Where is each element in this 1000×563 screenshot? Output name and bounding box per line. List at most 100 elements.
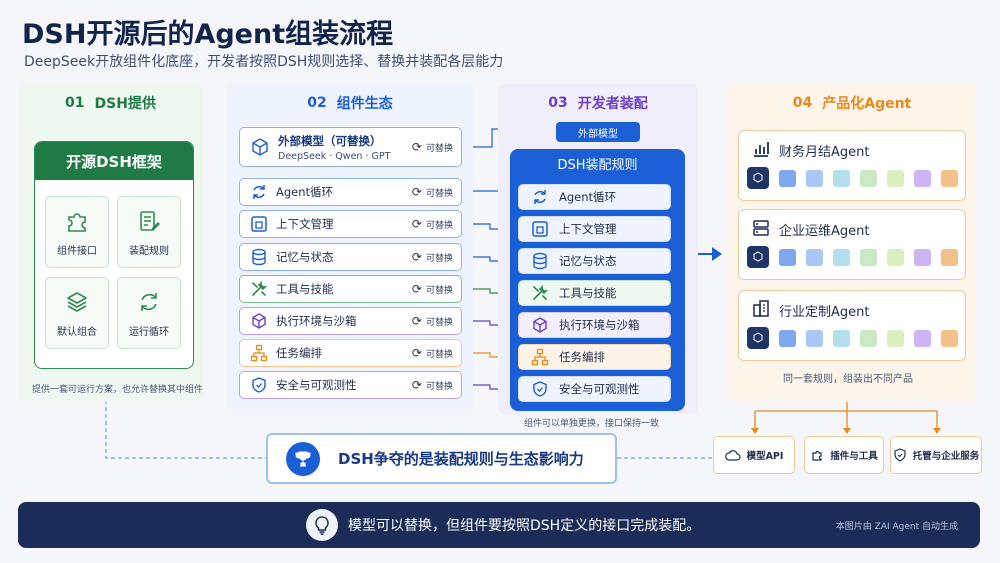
bottom-message: 模型可以替换，但组件要按照DSH定义的接口完成装配。 — [348, 518, 701, 534]
shield-icon — [252, 377, 266, 393]
refresh-icon — [141, 292, 157, 311]
box-icon — [533, 317, 547, 333]
assembly-row[interactable]: Agent循环 — [518, 184, 671, 210]
product-name: 行业定制Agent — [779, 305, 870, 320]
swap-icon: ⟳ — [411, 140, 422, 154]
assembly-row[interactable]: 工具与技能 — [518, 280, 671, 306]
cube-icon — [753, 251, 763, 262]
tools-icon — [252, 280, 268, 296]
cube-icon — [753, 172, 763, 183]
assembly-row-label: Agent循环 — [559, 190, 617, 204]
assembly-row[interactable]: 任务编排 — [518, 344, 671, 370]
column-1-title: DSH提供 — [94, 96, 156, 112]
component-chip — [779, 170, 796, 187]
swap-icon: ⟳ — [411, 314, 422, 328]
component-chip — [887, 330, 904, 347]
product-card-finance[interactable]: 财务月结Agent — [738, 130, 966, 201]
column-2-header: 02 组件生态 — [227, 88, 473, 118]
component-chip — [914, 330, 931, 347]
swap-label: 可替换 — [425, 349, 453, 360]
component-chip — [833, 249, 850, 266]
component-row-tools: 工具与技能 ⟳可替换 — [239, 275, 462, 303]
assembly-row-label: 记忆与状态 — [559, 254, 617, 268]
component-chip — [833, 330, 850, 347]
swap-indicator[interactable]: ⟳可替换 — [412, 314, 461, 328]
swap-label: 可替换 — [425, 220, 453, 231]
assembly-row-label: 上下文管理 — [559, 222, 617, 236]
output-hosting[interactable]: 托管与企业服务 — [890, 436, 982, 474]
shield-icon — [533, 381, 547, 397]
product-card-industry[interactable]: 行业定制Agent — [738, 290, 966, 361]
box-icon — [252, 313, 266, 329]
assembly-row[interactable]: 上下文管理 — [518, 216, 671, 242]
component-row-agent-loop: Agent循环 ⟳可替换 — [239, 178, 462, 206]
component-chip — [914, 170, 931, 187]
database-icon — [252, 248, 266, 266]
swap-indicator[interactable]: ⟳可替换 — [412, 140, 461, 154]
bar-chart-icon — [754, 142, 769, 157]
assembly-row-label: 安全与可观测性 — [559, 382, 640, 396]
dsh-framework-title: 开源DSH框架 — [35, 142, 193, 180]
hierarchy-icon — [531, 348, 549, 366]
column-2-title: 组件生态 — [336, 96, 393, 112]
swap-icon: ⟳ — [411, 346, 422, 360]
column-4-number: 04 — [792, 95, 813, 111]
assembly-row[interactable]: 记忆与状态 — [518, 248, 671, 274]
column-2-number: 02 — [307, 95, 327, 111]
component-row-orchestration: 任务编排 ⟳可替换 — [239, 339, 462, 367]
framework-cell-label: 默认组合 — [57, 326, 97, 338]
swap-indicator[interactable]: ⟳可替换 — [412, 217, 461, 231]
component-row-memory: 记忆与状态 ⟳可替换 — [239, 243, 462, 271]
component-chip — [887, 249, 904, 266]
swap-indicator[interactable]: ⟳可替换 — [412, 185, 461, 199]
output-model-api[interactable]: 模型API — [713, 436, 795, 474]
hierarchy-icon — [250, 344, 268, 362]
server-icon — [753, 220, 769, 236]
swap-indicator[interactable]: ⟳可替换 — [412, 378, 461, 392]
component-row-security: 安全与可观测性 ⟳可替换 — [239, 371, 462, 399]
cube-chip — [747, 167, 769, 189]
framework-cell-label: 装配规则 — [129, 245, 169, 257]
assembly-row[interactable]: 执行环境与沙箱 — [518, 312, 671, 338]
plugin-icon — [812, 450, 822, 461]
external-model-title: 外部模型（可替换） — [278, 133, 382, 148]
column-3-note: 组件可以单独更换，接口保持一致 — [524, 419, 660, 429]
swap-indicator[interactable]: ⟳可替换 — [412, 346, 461, 360]
lightbulb-icon — [315, 516, 329, 535]
swap-indicator[interactable]: ⟳可替换 — [412, 250, 461, 264]
product-name: 企业运维Agent — [779, 224, 870, 239]
component-chip — [779, 330, 796, 347]
framework-cell-label: 组件接口 — [57, 245, 97, 257]
assembly-row-label: 工具与技能 — [559, 286, 617, 300]
swap-icon: ⟳ — [411, 217, 422, 231]
external-model-row: 外部模型（可替换） DeepSeek · Qwen · GPT ⟳可替换 — [239, 127, 462, 167]
assembly-row[interactable]: 安全与可观测性 — [518, 376, 671, 402]
component-chip — [806, 170, 823, 187]
output-plugins[interactable]: 插件与工具 — [804, 436, 884, 474]
component-chip — [914, 249, 931, 266]
cycle-icon — [253, 185, 265, 199]
product-card-ops[interactable]: 企业运维Agent — [738, 209, 966, 280]
component-chip — [779, 249, 796, 266]
component-chip — [860, 330, 877, 347]
component-name: 执行环境与沙箱 — [276, 314, 357, 328]
framework-cell-interface: 组件接口 — [45, 196, 109, 268]
window-icon — [532, 221, 548, 237]
database-icon — [533, 252, 547, 270]
component-name: 工具与技能 — [276, 282, 334, 296]
assembly-row-label: 任务编排 — [559, 350, 605, 364]
component-name: 任务编排 — [276, 346, 322, 360]
component-name: Agent循环 — [276, 185, 334, 199]
component-chip — [860, 170, 877, 187]
cube-icon — [252, 138, 268, 156]
swap-label: 可替换 — [425, 317, 453, 328]
framework-cell-rules: 装配规则 — [117, 196, 181, 268]
cube-chip — [747, 246, 769, 268]
puzzle-icon — [68, 212, 86, 232]
page-subtitle: DeepSeek开放组件化底座，开发者按照DSH规则选择、替换并装配各层能力 — [24, 54, 504, 70]
cube-chip — [747, 327, 769, 349]
component-row-context: 上下文管理 ⟳可替换 — [239, 210, 462, 238]
swap-indicator[interactable]: ⟳可替换 — [412, 282, 461, 296]
cloud-icon — [724, 450, 741, 461]
column-4-header: 04 产品化Agent — [728, 88, 976, 118]
